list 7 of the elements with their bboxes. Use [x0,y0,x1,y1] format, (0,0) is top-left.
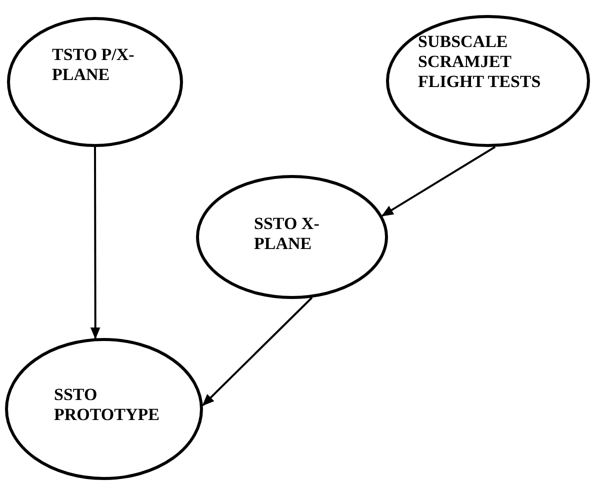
node-label: SUBSCALE SCRAMJET FLIGHT TESTS [418,32,542,92]
arrow [381,146,496,217]
arrow [202,296,313,406]
node-label: SSTO X-PLANE [254,214,320,254]
node-label: SSTO PROTOTYPE [54,385,160,425]
arrow [90,147,100,340]
node-label: TSTO P/X-PLANE [52,45,136,85]
